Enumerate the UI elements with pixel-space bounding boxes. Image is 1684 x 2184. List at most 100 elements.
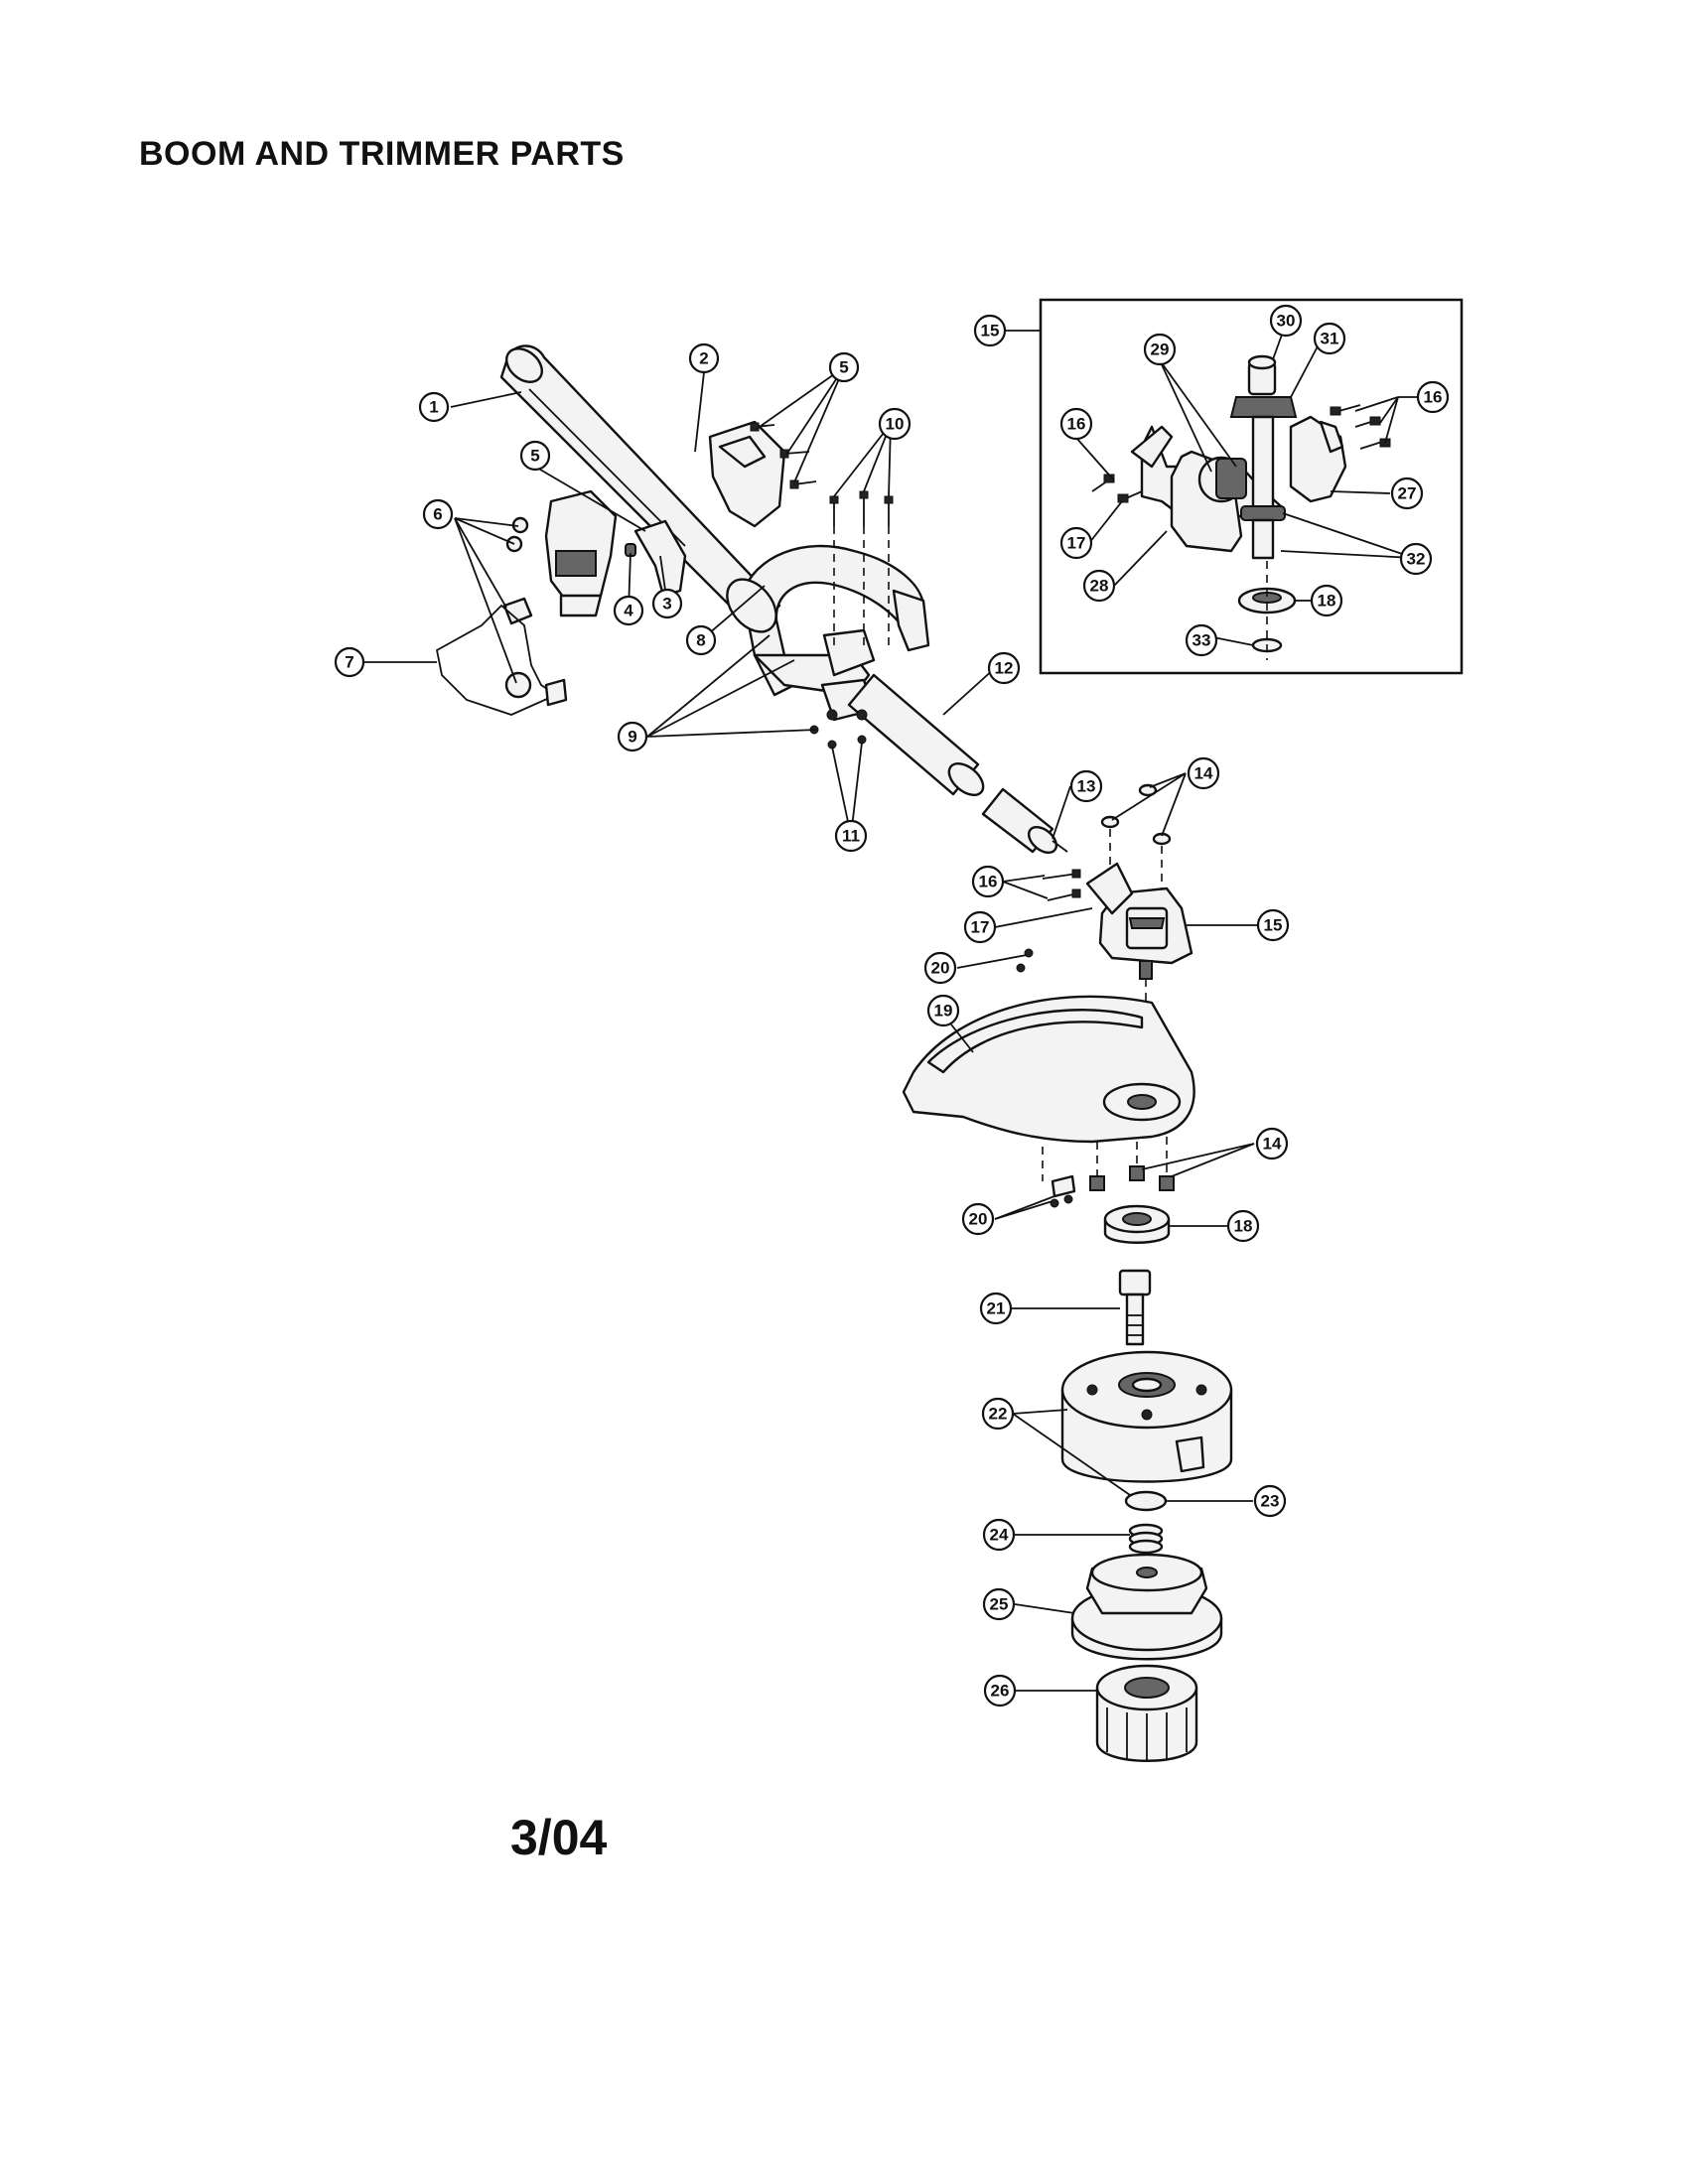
svg-text:5: 5 xyxy=(839,358,848,377)
svg-text:15: 15 xyxy=(1264,916,1283,935)
svg-text:30: 30 xyxy=(1277,312,1296,331)
callout-8: 8 xyxy=(685,624,717,656)
output-shaft-assembly xyxy=(1229,354,1298,560)
svg-text:26: 26 xyxy=(991,1682,1010,1701)
svg-text:8: 8 xyxy=(696,631,705,650)
bearing xyxy=(1103,1204,1171,1244)
boom-tube-lower xyxy=(847,673,985,797)
callout-4: 4 xyxy=(613,595,644,626)
bump-knob xyxy=(1095,1664,1198,1762)
callout-12: 12 xyxy=(987,651,1021,685)
callout-7: 7 xyxy=(334,646,365,678)
revision-date: 3/04 xyxy=(510,1810,608,1865)
callout-5: 5 xyxy=(828,351,860,383)
svg-text:25: 25 xyxy=(990,1595,1009,1614)
callout-14: 14 xyxy=(1255,1127,1289,1160)
spool-leaders xyxy=(1012,1409,1253,1692)
callout-18: 18 xyxy=(1226,1209,1260,1243)
callout-23: 23 xyxy=(1253,1484,1287,1518)
guard-leaders xyxy=(994,1143,1255,1220)
main-leaders xyxy=(350,366,996,837)
callout-11: 11 xyxy=(834,819,868,853)
svg-text:18: 18 xyxy=(1234,1217,1253,1236)
callout-30: 30 xyxy=(1269,304,1303,338)
svg-text:24: 24 xyxy=(990,1526,1009,1545)
throttle-housing xyxy=(708,420,786,528)
callout-6: 6 xyxy=(422,498,454,530)
callout-25: 25 xyxy=(982,1587,1016,1621)
callout-17: 17 xyxy=(1059,526,1093,560)
svg-text:14: 14 xyxy=(1263,1135,1282,1154)
callout-3: 3 xyxy=(651,588,683,619)
svg-text:13: 13 xyxy=(1077,777,1096,796)
gearhead-assembly xyxy=(1085,862,1193,1072)
callout-17: 17 xyxy=(963,910,997,944)
callout-20: 20 xyxy=(923,951,957,985)
callout-16: 16 xyxy=(971,865,1005,898)
callout-5: 5 xyxy=(519,440,551,472)
callout-31: 31 xyxy=(1313,322,1346,355)
callout-32: 32 xyxy=(1399,542,1433,576)
svg-text:7: 7 xyxy=(345,653,353,672)
svg-text:11: 11 xyxy=(842,827,860,846)
svg-text:20: 20 xyxy=(931,959,950,978)
callout-18: 18 xyxy=(1310,584,1343,617)
gearhead-leaders xyxy=(956,772,1257,969)
svg-text:12: 12 xyxy=(995,659,1014,678)
gearhead-housing-right xyxy=(1289,415,1347,503)
callout-13: 13 xyxy=(1069,769,1103,803)
svg-text:29: 29 xyxy=(1151,341,1170,359)
drive-shaft-adapter xyxy=(981,787,1068,855)
callout-16-inset-right: 16 xyxy=(1416,380,1450,414)
guard-hardware xyxy=(1042,1137,1175,1208)
svg-text:18: 18 xyxy=(1318,592,1336,611)
callout-28: 28 xyxy=(1082,569,1116,603)
page-title: BOOM AND TRIMMER PARTS xyxy=(139,135,625,173)
arbor-bolt xyxy=(1118,1269,1152,1346)
svg-text:21: 21 xyxy=(987,1299,1006,1318)
svg-text:16: 16 xyxy=(1067,415,1086,434)
callout-15: 15 xyxy=(1256,908,1290,942)
callout-27: 27 xyxy=(1390,477,1424,510)
gearhead-hardware xyxy=(1016,783,1172,973)
assist-handle xyxy=(726,544,930,697)
svg-text:23: 23 xyxy=(1261,1492,1280,1511)
svg-text:27: 27 xyxy=(1398,484,1417,503)
pinion-gear xyxy=(1215,458,1247,499)
callout-26: 26 xyxy=(983,1674,1017,1707)
svg-text:3: 3 xyxy=(662,595,671,614)
svg-text:14: 14 xyxy=(1194,764,1213,783)
callout-2: 2 xyxy=(688,342,720,374)
inset-leaders xyxy=(1075,323,1415,646)
spool-spring xyxy=(1128,1523,1164,1555)
svg-text:2: 2 xyxy=(699,349,708,368)
svg-text:28: 28 xyxy=(1090,577,1109,596)
svg-text:17: 17 xyxy=(1067,534,1086,553)
callout-16: 16 xyxy=(1059,407,1093,441)
gearhead-detail-inset xyxy=(1039,298,1464,675)
spool-housing xyxy=(1060,1350,1233,1483)
callout-29: 29 xyxy=(1143,333,1177,366)
switch-housing xyxy=(544,489,618,617)
retainer-ring xyxy=(1124,1490,1168,1512)
svg-text:1: 1 xyxy=(429,398,438,417)
svg-text:31: 31 xyxy=(1321,330,1339,348)
callout-1: 1 xyxy=(418,391,450,423)
hardware-screws xyxy=(750,422,894,750)
callout-14: 14 xyxy=(1187,756,1220,790)
trimmer-spool xyxy=(1070,1553,1223,1661)
stop-switch-wire xyxy=(435,516,568,716)
callout-21: 21 xyxy=(979,1292,1013,1325)
svg-text:6: 6 xyxy=(433,505,442,524)
callout-20: 20 xyxy=(961,1202,995,1236)
callout-15: 15 xyxy=(973,314,1007,347)
svg-text:9: 9 xyxy=(628,728,636,747)
svg-text:32: 32 xyxy=(1407,550,1426,569)
svg-text:4: 4 xyxy=(624,602,633,620)
svg-text:10: 10 xyxy=(886,415,905,434)
svg-text:5: 5 xyxy=(530,447,539,466)
svg-text:17: 17 xyxy=(971,918,990,937)
svg-text:33: 33 xyxy=(1193,631,1211,650)
svg-text:15: 15 xyxy=(981,322,1000,341)
